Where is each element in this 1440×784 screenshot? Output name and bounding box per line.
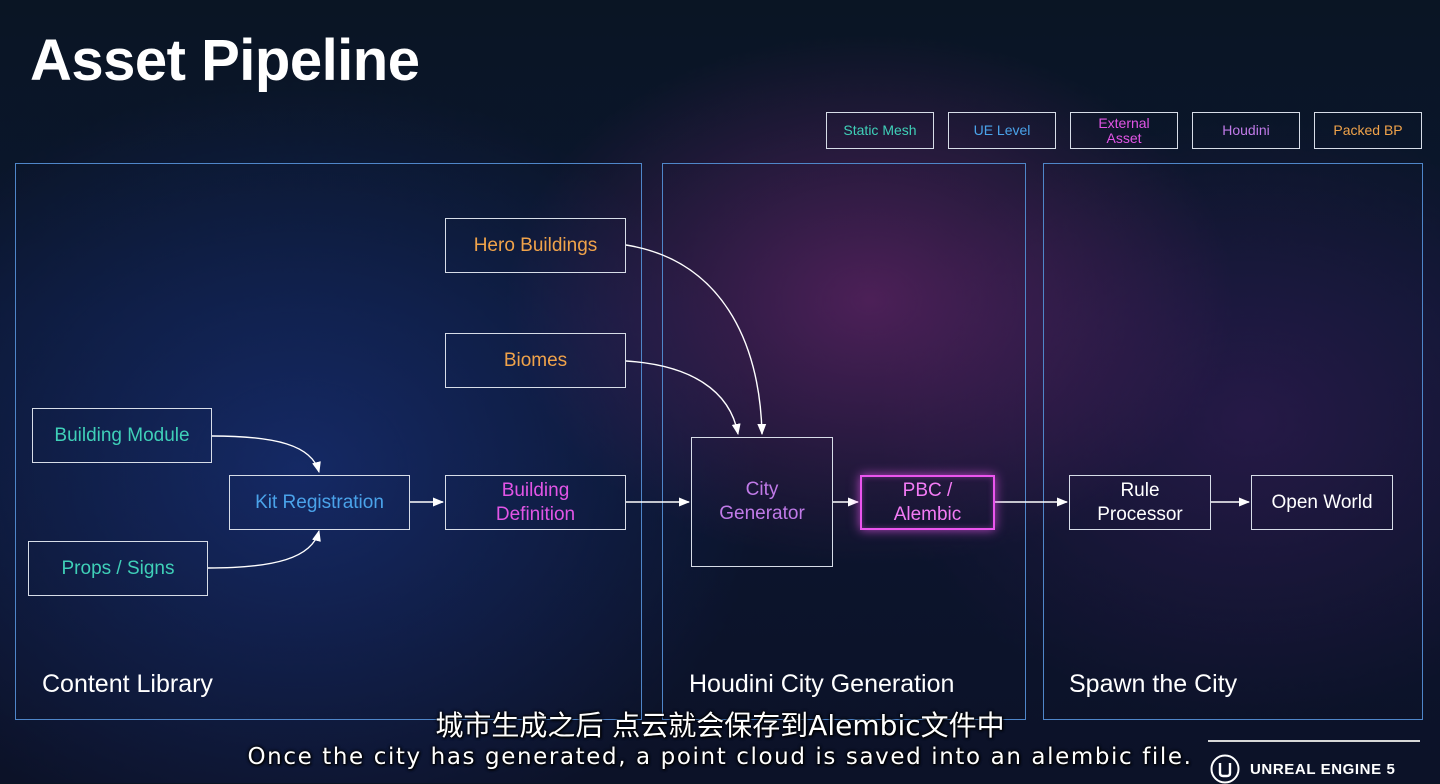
node-pbc-alembic: PBC / Alembic bbox=[860, 475, 995, 530]
legend-ue-level: UE Level bbox=[948, 112, 1056, 149]
panel-houdini-city-generation bbox=[662, 163, 1026, 720]
unreal-engine-logo-icon bbox=[1210, 754, 1240, 784]
arrow-hero-buildings-to-city-generator bbox=[625, 244, 767, 436]
legend-packed-bp: Packed BP bbox=[1314, 112, 1422, 149]
unreal-engine-brand-text: UNREAL ENGINE 5 bbox=[1250, 761, 1396, 778]
subtitle-english: Once the city has generated, a point clo… bbox=[247, 744, 1193, 770]
arrow-biomes-to-city-generator bbox=[625, 360, 741, 436]
node-rule-processor: Rule Processor bbox=[1069, 475, 1211, 530]
page-title: Asset Pipeline bbox=[30, 28, 420, 93]
node-props-signs: Props / Signs bbox=[28, 541, 208, 596]
arrow-building-module-to-kit-registration bbox=[211, 435, 321, 474]
node-hero-buildings: Hero Buildings bbox=[445, 218, 626, 273]
node-city-generator: City Generator bbox=[691, 437, 833, 567]
legend-external-asset: External Asset bbox=[1070, 112, 1178, 149]
legend-static-mesh: Static Mesh bbox=[826, 112, 934, 149]
arrow-props-signs-to-kit-registration bbox=[207, 529, 321, 569]
subtitle-chinese: 城市生成之后 点云就会保存到Alembic文件中 bbox=[435, 709, 1005, 742]
node-building-definition: Building Definition bbox=[445, 475, 626, 530]
panel-spawn-the-city bbox=[1043, 163, 1423, 720]
legend-houdini: Houdini bbox=[1192, 112, 1300, 149]
node-kit-registration: Kit Registration bbox=[229, 475, 410, 530]
node-open-world: Open World bbox=[1251, 475, 1393, 530]
panel-label-spawn-the-city: Spawn the City bbox=[1069, 670, 1238, 698]
panel-label-content-library: Content Library bbox=[42, 670, 213, 698]
node-building-module: Building Module bbox=[32, 408, 212, 463]
node-biomes: Biomes bbox=[445, 333, 626, 388]
panel-content-library bbox=[15, 163, 642, 720]
panel-label-houdini-city-generation: Houdini City Generation bbox=[689, 670, 955, 698]
branding-divider bbox=[1208, 740, 1420, 742]
